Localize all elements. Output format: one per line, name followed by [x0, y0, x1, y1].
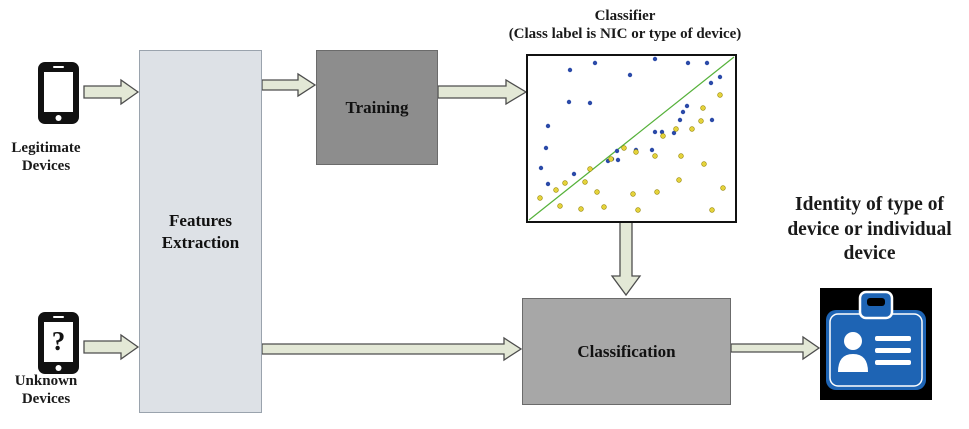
class-a-point — [717, 74, 723, 80]
training-label: Training — [345, 97, 409, 117]
class-b-point — [553, 187, 559, 193]
unknown-smartphone-icon: ? — [38, 312, 79, 374]
arrow-features-to-classification — [261, 336, 523, 362]
class-b-point — [630, 191, 636, 197]
class-a-point — [566, 99, 572, 105]
class-a-point — [545, 123, 551, 129]
class-b-point — [582, 179, 588, 185]
classifier-title: Classifier (Class label is NIC or type o… — [455, 7, 795, 43]
class-b-point — [678, 153, 684, 159]
smartphone-icon — [38, 62, 79, 124]
classifier-heading: Classifier — [594, 8, 656, 24]
legitimate-line-1: Legitimate — [11, 140, 81, 156]
classifier-plot — [526, 54, 737, 223]
class-b-point — [594, 189, 600, 195]
identity-line-1: Identity of type of — [795, 194, 944, 215]
class-a-point — [684, 103, 690, 109]
class-a-point — [567, 67, 573, 73]
class-b-point — [654, 189, 660, 195]
features-line-1: Features — [169, 211, 232, 231]
classifier-subtitle: (Class label is NIC or type of device) — [508, 26, 742, 42]
training-block: Training — [316, 50, 438, 165]
class-b-point — [701, 161, 707, 167]
class-a-point — [652, 56, 658, 62]
arrow-features-to-training — [261, 72, 317, 98]
unknown-devices-label: Unknown Devices — [0, 372, 92, 408]
class-b-point — [557, 203, 563, 209]
class-b-points — [537, 92, 726, 213]
class-b-point — [562, 180, 568, 186]
class-a-points — [538, 56, 723, 187]
identity-line-2: device or individual — [787, 218, 952, 240]
features-line-2: Extraction — [161, 232, 240, 252]
class-b-point — [709, 207, 715, 213]
class-a-point — [587, 100, 593, 106]
class-a-point — [614, 148, 620, 154]
class-a-point — [685, 60, 691, 66]
class-a-point — [571, 171, 577, 177]
decision-boundary — [528, 56, 735, 221]
class-b-point — [673, 126, 679, 132]
identity-line-3: device — [843, 243, 896, 265]
arrow-legit-to-features — [83, 78, 140, 106]
legitimate-devices-label: Legitimate Devices — [0, 139, 92, 175]
arrow-unknown-to-features — [83, 333, 140, 361]
class-a-point — [680, 109, 686, 115]
class-a-point — [709, 117, 715, 123]
class-b-point — [720, 185, 726, 191]
class-b-point — [578, 206, 584, 212]
features-extraction-block: Features Extraction — [139, 50, 262, 413]
class-a-point — [677, 117, 683, 123]
class-a-point — [649, 147, 655, 153]
classification-block: Classification — [522, 298, 731, 405]
class-a-point — [627, 72, 633, 78]
class-a-point — [652, 129, 658, 135]
class-b-point — [537, 195, 543, 201]
class-a-point — [659, 129, 665, 135]
class-a-point — [704, 60, 710, 66]
class-b-point — [700, 105, 706, 111]
arrow-classification-to-identity — [730, 335, 821, 361]
question-mark: ? — [52, 326, 66, 356]
class-a-point — [708, 80, 714, 86]
class-b-point — [689, 126, 695, 132]
arrow-classifier-to-classification — [610, 221, 642, 297]
unknown-line-1: Unknown — [14, 373, 78, 389]
unknown-line-2: Devices — [21, 391, 71, 407]
class-b-point — [621, 145, 627, 151]
legitimate-line-2: Devices — [21, 158, 71, 174]
identity-label: Identity of type of device or individual… — [770, 193, 969, 267]
class-a-point — [615, 157, 621, 163]
class-b-point — [601, 204, 607, 210]
class-b-point — [676, 177, 682, 183]
class-b-point — [587, 166, 593, 172]
classification-label: Classification — [577, 341, 676, 361]
class-a-point — [671, 130, 677, 136]
class-b-point — [635, 207, 641, 213]
class-b-point — [717, 92, 723, 98]
class-a-point — [543, 145, 549, 151]
class-b-point — [633, 149, 639, 155]
id-card-icon — [820, 288, 932, 400]
class-a-point — [545, 181, 551, 187]
class-a-point — [592, 60, 598, 66]
class-b-point — [608, 156, 614, 162]
class-b-point — [652, 153, 658, 159]
class-b-point — [698, 118, 704, 124]
class-b-point — [660, 133, 666, 139]
class-a-point — [538, 165, 544, 171]
arrow-training-to-classifier — [437, 78, 528, 106]
